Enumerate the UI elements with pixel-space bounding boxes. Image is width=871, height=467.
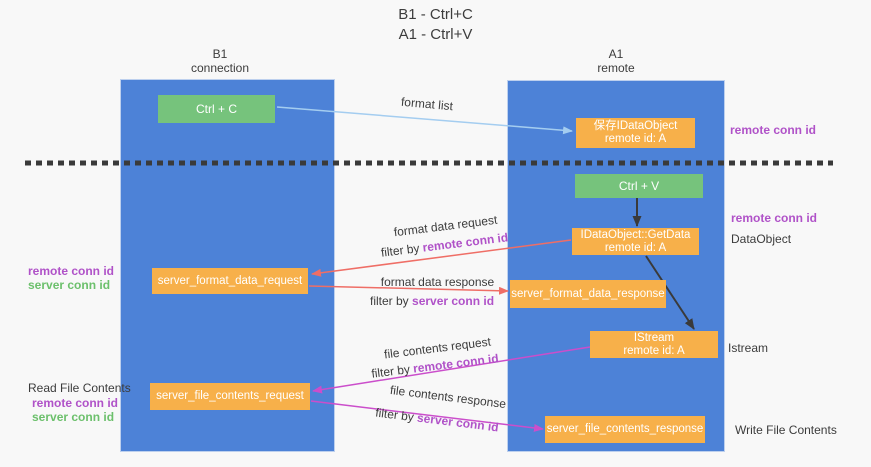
getdata-line1: IDataObject::GetData	[580, 228, 691, 241]
column-b1-name: B1	[212, 47, 228, 61]
istream-line1: IStream	[633, 331, 675, 344]
file-contents-request-arrow	[312, 346, 591, 394]
annotation-remote-conn-id-2: remote conn id	[731, 211, 818, 225]
annotation-read-file-contents: Read File Contents	[28, 381, 131, 395]
filter-by-text: filter by	[370, 294, 413, 308]
file-contents-response-arrow	[310, 400, 544, 432]
server-file-contents-request-label: server_file_contents_request	[156, 390, 304, 402]
column-a1-name: A1	[608, 47, 624, 61]
istream-box: IStream remote id: A	[590, 331, 718, 358]
annotation-dataobject: DataObject	[731, 232, 792, 246]
annotation-istream: Istream	[728, 341, 769, 355]
getdata-line2: remote id: A	[604, 241, 667, 254]
server-file-contents-response-box: server_file_contents_response	[545, 416, 705, 443]
page-title: B1 - Ctrl+C A1 - Ctrl+V	[0, 5, 871, 45]
title-line-1: B1 - Ctrl+C	[398, 6, 473, 23]
annotation-remote-conn-id-left-1: remote conn id	[28, 264, 115, 278]
annotation-server-conn-id-left-1: server conn id	[28, 278, 111, 292]
server-format-data-request-box: server_format_data_request	[152, 268, 308, 294]
ctrl-v-box: Ctrl + V	[575, 174, 703, 198]
server-format-data-response-label: server_format_data_response	[511, 287, 665, 300]
title-line-2: A1 - Ctrl+V	[398, 26, 473, 43]
ctrl-v-label: Ctrl + V	[618, 179, 660, 193]
server-file-contents-response-label: server_file_contents_response	[546, 423, 704, 435]
server-conn-id-text: server conn id	[412, 294, 495, 308]
ctrl-c-label: Ctrl + C	[195, 102, 237, 116]
column-a1-role: remote	[597, 61, 635, 75]
getdata-to-istream-arrow	[645, 255, 695, 330]
column-b1-role: connection	[190, 61, 250, 75]
annotation-remote-conn-id-1: remote conn id	[730, 123, 817, 137]
ctrl-c-box: Ctrl + C	[158, 95, 275, 123]
format-data-request-arrow	[311, 239, 572, 277]
save-dataobject-line2: remote id: A	[604, 133, 667, 145]
column-header-b1: B1 connection	[120, 47, 320, 75]
annotation-write-file-contents: Write File Contents	[735, 423, 837, 437]
save-dataobject-box: 保存IDataObject remote id: A	[576, 118, 695, 148]
column-header-a1: A1 remote	[507, 47, 725, 75]
format-list-arrow	[276, 106, 573, 135]
getdata-box: IDataObject::GetData remote id: A	[572, 228, 699, 255]
format-data-response-filter: filter by server conn id	[370, 294, 494, 308]
istream-line2: remote id: A	[623, 344, 685, 357]
annotation-remote-conn-id-left-2: remote conn id	[32, 396, 119, 410]
server-format-data-request-label: server_format_data_request	[157, 274, 303, 287]
format-data-response-arrow	[308, 285, 509, 295]
server-format-data-response-box: server_format_data_response	[510, 280, 666, 308]
server-file-contents-request-box: server_file_contents_request	[150, 383, 310, 410]
format-data-response-label: format data response	[380, 275, 495, 289]
annotation-server-conn-id-left-2: server conn id	[32, 410, 115, 424]
save-dataobject-line1: 保存IDataObject	[593, 120, 678, 132]
